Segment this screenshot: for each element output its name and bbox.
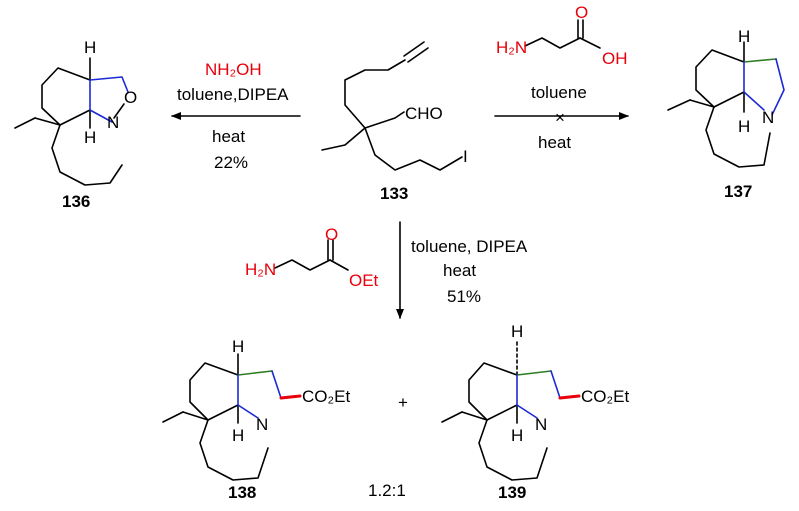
glycine-hydroxyl-label: OH <box>602 49 628 68</box>
ester-oet-label: OEt <box>349 271 379 290</box>
reagent-nh2oh: NH₂OH <box>205 60 262 79</box>
glycine-amine-label: H₂N <box>496 38 527 57</box>
plus-sign: + <box>398 393 408 412</box>
glycine-ethyl-ester-structure <box>274 239 349 271</box>
h-label-139-bottom: H <box>511 426 523 445</box>
n-label-137: N <box>762 108 774 127</box>
failed-reaction-mark: × <box>555 108 565 127</box>
ester-amine-label: H₂N <box>245 260 276 279</box>
compound-137-id: 137 <box>724 182 752 201</box>
down-yield: 51% <box>447 287 481 306</box>
compound-137-structure <box>667 41 785 168</box>
down-conditions-line1: toluene, DIPEA <box>411 237 528 256</box>
o-label-ester: O <box>325 225 338 244</box>
n-label-138: N <box>256 415 268 434</box>
h-label-138-bottom: H <box>232 426 244 445</box>
compound-133-id: 133 <box>380 184 408 203</box>
h-label-139-top: H <box>511 322 523 341</box>
h-label-138-top: H <box>232 337 244 356</box>
co2et-label-139: CO₂Et <box>581 387 629 406</box>
h-label-137-bottom: H <box>738 117 750 136</box>
right-conditions-bottom: heat <box>538 133 571 152</box>
iodine-label: I <box>463 147 468 166</box>
compound-139-structure <box>441 339 581 481</box>
co2et-label-138: CO₂Et <box>302 387 350 406</box>
compound-133-structure <box>321 41 463 171</box>
h-label-137-top: H <box>738 27 750 46</box>
compound-139-id: 139 <box>498 483 526 502</box>
left-conditions-top: toluene,DIPEA <box>177 85 289 104</box>
compound-138-structure <box>162 353 302 481</box>
compound-136-structure <box>14 57 129 186</box>
right-conditions-top: toluene <box>531 83 587 102</box>
o-label-glycine: O <box>575 3 588 22</box>
diastereomer-ratio: 1.2:1 <box>368 481 406 500</box>
glycine-structure <box>524 19 601 49</box>
n-label-139: N <box>535 415 547 434</box>
left-yield: 22% <box>214 153 248 172</box>
o-label-136: O <box>124 88 137 107</box>
left-conditions-bottom: heat <box>212 127 245 146</box>
h-label-136-bottom: H <box>84 128 96 147</box>
compound-138-id: 138 <box>228 483 256 502</box>
down-conditions-line2: heat <box>443 261 476 280</box>
aldehyde-label: CHO <box>405 104 443 123</box>
compound-136-id: 136 <box>62 192 90 211</box>
n-label-136: N <box>107 113 119 132</box>
h-label-136-top: H <box>84 38 96 57</box>
